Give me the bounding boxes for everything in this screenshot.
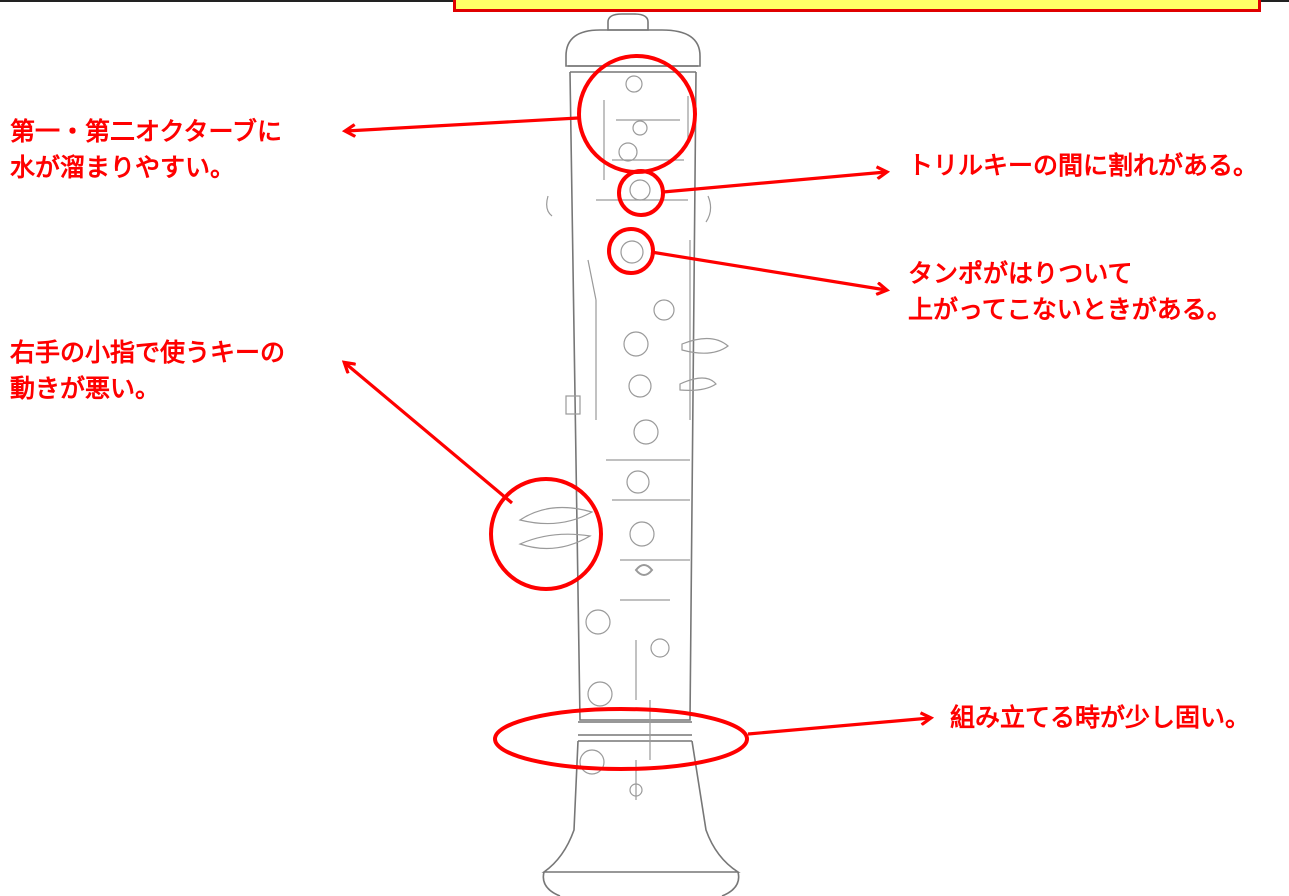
arrow-assembly	[747, 718, 930, 736]
callout-trill-crack: トリルキーの間に割れがある。	[908, 148, 1258, 184]
oboe-upper-joint-top	[565, 29, 701, 67]
callout-tampo-stick: タンポがはりついて 上がってこないときがある。	[908, 256, 1232, 328]
highlight-trill-keys	[617, 169, 665, 217]
callout-pinky-keys-line1: 右手の小指で使うキーの	[10, 338, 286, 367]
key-mechanism	[518, 75, 729, 800]
arrow-trill	[662, 172, 886, 194]
callout-octave-water: 第一・第二オクターブに 水が溜まりやすい。	[10, 114, 282, 186]
callout-assembly-line1: 組み立てる時が少し固い。	[950, 703, 1251, 732]
callout-tampo-stick-line1: タンポがはりついて	[908, 259, 1133, 288]
arrows	[345, 116, 930, 736]
callout-octave-water-line1: 第一・第二オクターブに	[10, 117, 283, 146]
highlight-tenon	[493, 707, 749, 771]
oboe-bell	[541, 740, 741, 873]
callout-tampo-stick-line2: 上がってこないときがある。	[908, 295, 1232, 324]
arrow-octave	[346, 116, 579, 131]
callout-trill-crack-line1: トリルキーの間に割れがある。	[908, 151, 1259, 180]
callout-octave-water-line2: 水が溜まりやすい。	[10, 153, 236, 182]
highlight-circles	[489, 54, 749, 771]
oboe-tube	[569, 71, 697, 721]
oboe-top-cap	[607, 13, 649, 31]
arrow-tampo	[650, 250, 886, 290]
arrow-pinky	[345, 363, 514, 505]
callout-pinky-keys-line2: 動きが悪い。	[10, 374, 161, 403]
oboe-body	[541, 13, 741, 896]
highlight-pinky-keys	[489, 477, 603, 591]
highlight-tampo	[607, 227, 655, 275]
title-banner	[453, 0, 1261, 12]
callout-assembly: 組み立てる時が少し固い。	[950, 700, 1250, 736]
callout-pinky-keys: 右手の小指で使うキーの 動きが悪い。	[10, 335, 285, 407]
